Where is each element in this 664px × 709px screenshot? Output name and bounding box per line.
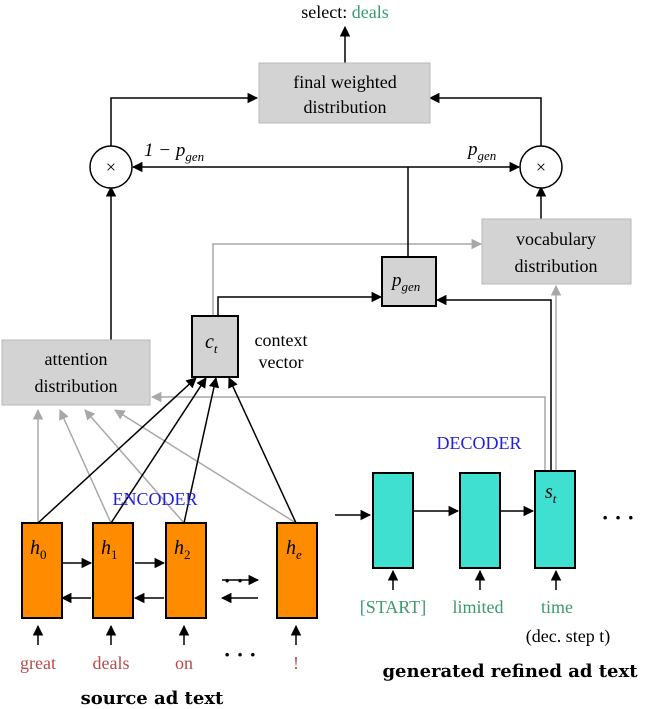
black-connections — [32, 25, 562, 645]
decoder-state-1 — [372, 472, 414, 569]
source-word: deals — [93, 653, 130, 673]
source-word: on — [175, 653, 193, 673]
decoder-state-st: st — [534, 470, 576, 569]
encoder-state-label: h1 — [101, 537, 118, 562]
final-distribution-box: final weighted distribution — [258, 62, 431, 124]
encoder-state-label: h2 — [174, 537, 191, 562]
right-multiply-gate: × — [519, 145, 563, 189]
left-multiply-gate: × — [89, 145, 133, 189]
final-line1: final weighted — [293, 72, 396, 92]
pgen-gate-label: pgen — [466, 139, 496, 163]
vocab-line2: distribution — [514, 256, 597, 276]
decoder-ellipsis: · · · — [601, 505, 634, 530]
encoder-state-h2: h2 — [165, 522, 207, 619]
gray-connections — [32, 238, 562, 524]
generated-word: time — [541, 597, 573, 617]
final-line2: distribution — [303, 97, 386, 117]
multiply-icon: × — [536, 157, 546, 177]
encoder-title: ENCODER — [113, 489, 198, 509]
select-label: select: deals — [301, 2, 388, 22]
multiply-icon: × — [106, 157, 116, 177]
vocabulary-distribution-box: vocabulary distribution — [481, 218, 632, 285]
one-minus-pgen-label: 1 − pgen — [144, 140, 204, 164]
attention-line1: attention — [45, 349, 108, 369]
encoder-state-label: he — [286, 537, 302, 562]
decoder-state-2 — [459, 472, 501, 569]
generated-word: [START] — [360, 597, 426, 617]
vocab-line1: vocabulary — [516, 229, 596, 249]
decoder-step-note: (dec. step t) — [526, 626, 610, 647]
encoder-ellipsis: · · · — [223, 568, 256, 593]
encoder-state-label: h0 — [30, 537, 47, 562]
pgen-box: pgen — [381, 256, 437, 307]
generated-word: limited — [453, 597, 504, 617]
pgen-box-label: pgen — [390, 270, 420, 294]
source-word: ! — [293, 653, 299, 673]
context-label-line2: vector — [259, 352, 304, 372]
generated-caption: generated refined ad text — [382, 661, 638, 682]
encoder-state-h1: h1 — [92, 522, 134, 619]
attention-line2: distribution — [34, 376, 117, 396]
context-label-line1: context — [255, 330, 308, 350]
input-ellipsis: · · · — [223, 642, 256, 667]
source-caption: source ad text — [81, 688, 224, 709]
context-vector-box: ct — [191, 315, 239, 378]
encoder-state-h0: h0 — [21, 522, 63, 619]
encoder-state-he: he — [276, 522, 318, 619]
decoder-state-label: st — [545, 481, 557, 506]
attention-distribution-box: attention distribution — [1, 339, 151, 406]
source-word: great — [20, 653, 56, 673]
context-symbol: ct — [205, 331, 218, 356]
decoder-title: DECODER — [437, 433, 522, 453]
